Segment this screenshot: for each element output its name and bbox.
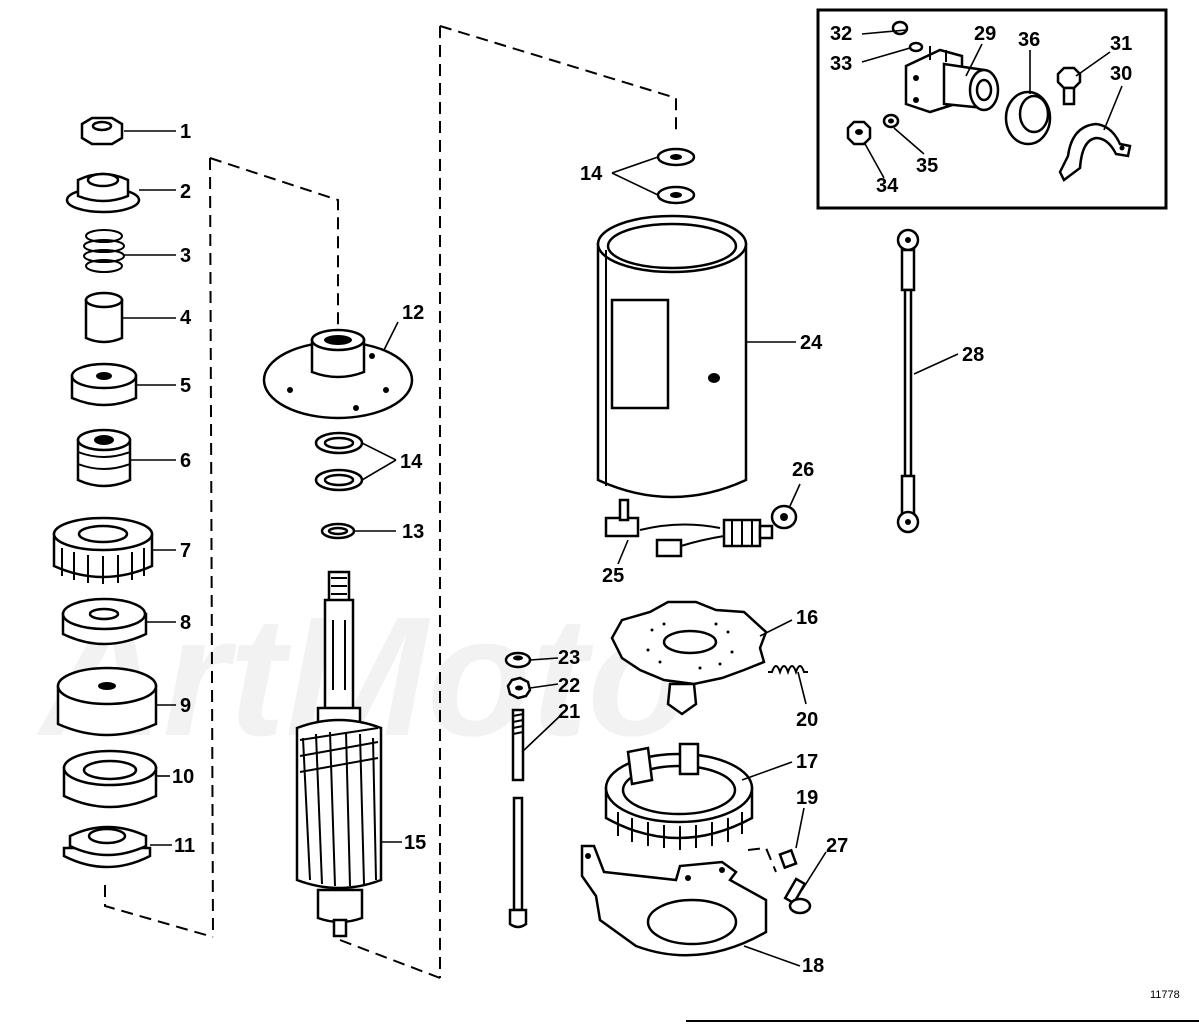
part-21-stud	[511, 708, 525, 782]
callout-21: 21	[558, 701, 580, 723]
callout-3: 3	[180, 245, 191, 267]
callout-8: 8	[180, 612, 191, 634]
assembly-line-right-top	[439, 25, 677, 135]
part-15-armature	[295, 570, 383, 938]
part-34-nut	[846, 120, 872, 146]
part-8-washer	[61, 597, 148, 646]
part-30-clamp	[1058, 122, 1132, 182]
callout-14-top: 14	[580, 163, 603, 185]
part-24-frame-housing	[596, 214, 748, 499]
part-through-bolt	[508, 796, 528, 929]
part-35-washer	[882, 113, 900, 129]
part-13-shim	[320, 522, 356, 540]
callout-10: 10	[172, 766, 194, 788]
callout-1: 1	[180, 121, 191, 143]
callout-11: 11	[174, 835, 195, 857]
part-14-washers-center	[314, 431, 364, 492]
callout-31: 31	[1110, 33, 1132, 55]
part-20-spring	[768, 665, 808, 676]
callout-27: 27	[826, 835, 848, 857]
assembly-line-left-vertical	[209, 157, 214, 936]
callout-34: 34	[876, 175, 899, 197]
part-5-collar	[70, 362, 138, 407]
callout-15: 15	[404, 832, 426, 854]
part-18-bracket	[580, 844, 768, 957]
callout-24: 24	[800, 332, 823, 354]
callout-32: 32	[830, 23, 852, 45]
callout-16: 16	[796, 607, 818, 629]
part-3-spring	[83, 229, 125, 273]
callout-2: 2	[180, 181, 191, 203]
callout-7: 7	[180, 540, 191, 562]
callout-13: 13	[402, 521, 424, 543]
part-31-bolt	[1056, 66, 1082, 106]
leader-lines	[122, 29, 1123, 967]
part-6-screw-shaft	[76, 428, 132, 488]
part-11-base-cup	[62, 825, 152, 869]
callout-29: 29	[974, 23, 996, 45]
callout-4: 4	[180, 307, 192, 329]
callout-14-center: 14	[400, 451, 423, 473]
part-9-weight	[56, 666, 158, 737]
part-26-nut	[770, 504, 798, 530]
part-17-end-head	[604, 742, 754, 850]
callout-33: 33	[830, 53, 852, 75]
callout-30: 30	[1110, 63, 1132, 85]
part-12-end-plate	[262, 328, 414, 420]
part-36-boot	[1004, 90, 1052, 146]
callout-22: 22	[558, 675, 580, 697]
callout-35: 35	[916, 155, 938, 177]
part-16-brush-plate	[610, 600, 768, 716]
callout-28: 28	[962, 344, 984, 366]
part-25-lead-wire	[604, 498, 774, 558]
callout-26: 26	[792, 459, 814, 481]
callout-20: 20	[796, 709, 818, 731]
part-22-lockwasher	[506, 676, 532, 700]
part-14-washers-top	[656, 147, 696, 205]
part-28-cable	[896, 228, 920, 534]
callout-6: 6	[180, 450, 191, 472]
part-23-washer	[504, 651, 532, 669]
callout-19: 19	[796, 787, 818, 809]
drawing-code: 11778	[1150, 989, 1180, 1001]
callout-25: 25	[602, 565, 624, 587]
callout-12: 12	[402, 302, 424, 324]
assembly-line-right-bottom	[339, 939, 441, 979]
part-29-solenoid	[904, 46, 1000, 114]
part-4-sleeve	[84, 291, 124, 344]
part-33-washer	[908, 41, 924, 53]
callout-23: 23	[558, 647, 580, 669]
callout-36: 36	[1018, 29, 1040, 51]
part-10-ring	[62, 749, 158, 809]
part-27-screw	[783, 877, 812, 915]
callout-5: 5	[180, 375, 191, 397]
part-19-brush	[747, 846, 798, 873]
assembly-line-left-top	[209, 157, 339, 330]
assembly-lines	[104, 25, 677, 979]
callout-18: 18	[802, 955, 824, 977]
callout-numbers: 1 2 3 4 5 6 7 8 9 10 11 12 13 14 14 15 1…	[172, 23, 1132, 977]
part-1-nut	[80, 116, 124, 146]
callout-9: 9	[180, 695, 191, 717]
part-32-nut	[891, 20, 909, 36]
solenoid-inset	[816, 8, 1168, 210]
callout-17: 17	[796, 751, 818, 773]
part-2-cap	[65, 172, 141, 214]
assembly-line-left-bottom	[104, 885, 214, 938]
part-7-gear	[52, 516, 154, 584]
